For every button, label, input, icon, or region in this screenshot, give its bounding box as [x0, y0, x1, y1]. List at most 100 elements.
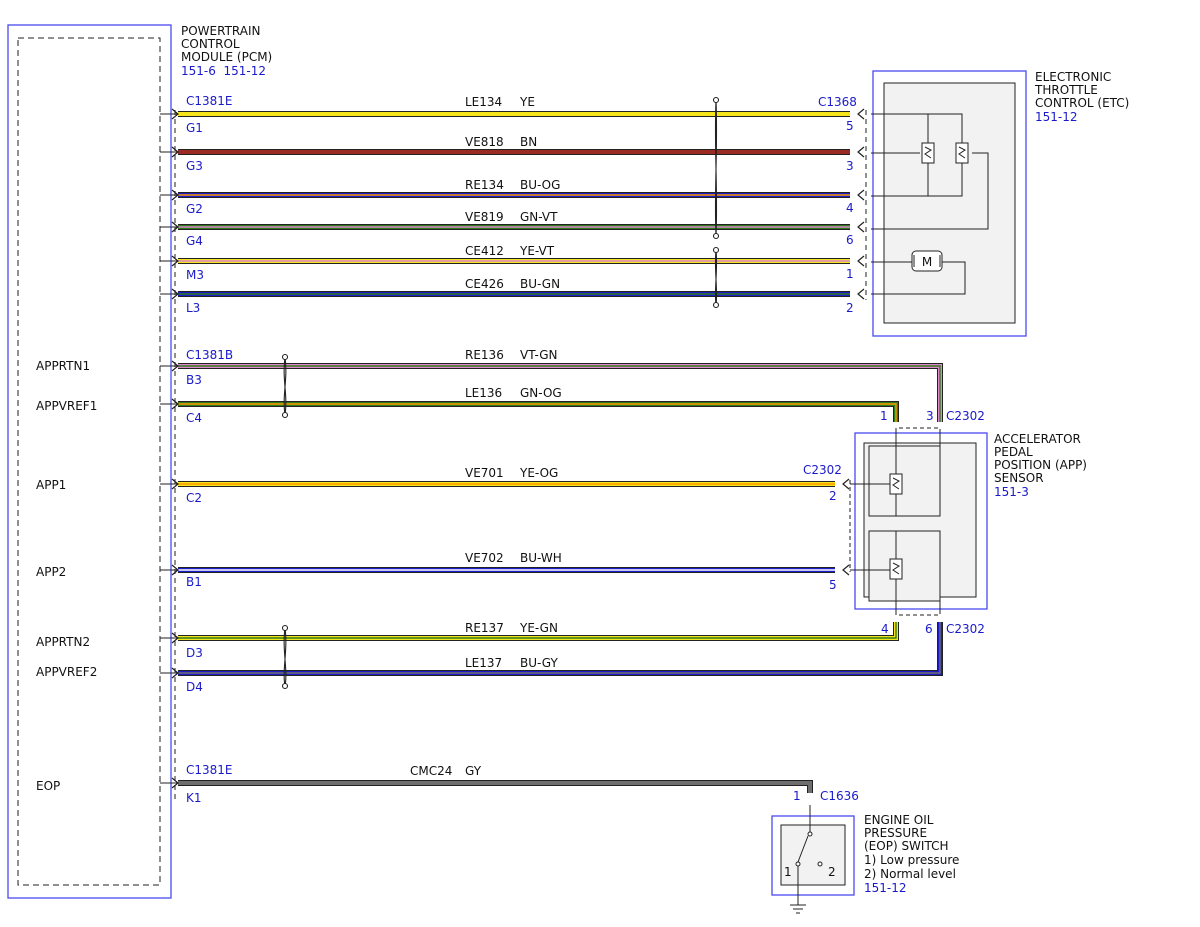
eop-switch: 1 2 ENGINE OIL PRESSURE (EOP) SWITCH 1) …: [771, 789, 959, 914]
wire-color-label: YE-OG: [519, 466, 558, 480]
wire-circuit-label: VE818: [465, 135, 504, 149]
eop-outline: [771, 815, 855, 896]
eop-title-line-2: PRESSURE: [864, 826, 927, 840]
pin-arrow-icon: [171, 146, 179, 158]
pressure-switch-icon: [790, 805, 823, 914]
pcm-module: POWERTRAIN CONTROL MODULE (PCM) 151-6 15…: [7, 24, 272, 899]
pcm-pin-label: EOP: [36, 779, 60, 793]
eop-ref: 151-12: [864, 881, 907, 895]
eop-body: [780, 824, 846, 886]
wire-circuit-label: VE819: [465, 210, 504, 224]
connector-arrow-icon: [857, 189, 865, 201]
pcm-pin-number: D4: [186, 680, 203, 694]
connector-label-pcm-b: C1381B: [186, 348, 233, 362]
wire-circuit-label: RE134: [465, 178, 504, 192]
wire-stripe: [178, 365, 941, 422]
app-sensor: ACCELERATOR PEDAL POSITION (APP) SENSOR …: [803, 409, 1087, 636]
pcm-title-line-1: POWERTRAIN: [181, 24, 261, 38]
etc-outline: [872, 70, 1027, 337]
far-pin-number: 6: [925, 622, 933, 636]
app-title-line-4: SENSOR: [994, 471, 1044, 485]
pcm-pin-number: M3: [186, 268, 204, 282]
pcm-pin-label: APP2: [36, 565, 66, 579]
connector-arrow-icon: [857, 221, 865, 233]
wire-circuit-label: CE426: [465, 277, 504, 291]
app-connector-dashed-top: [895, 427, 941, 432]
app-connector-dashed-bottom: [895, 611, 941, 616]
wire-outline: [178, 622, 943, 676]
pin-arrow-icon: [171, 777, 179, 789]
wire: [178, 622, 942, 675]
wire: [178, 781, 812, 793]
pcm-outline: [7, 24, 172, 899]
eop-title-line-1: ENGINE OIL: [864, 813, 934, 827]
pin-arrow-icon: [171, 189, 179, 201]
wire-circuit-label: RE137: [465, 621, 504, 635]
connector-label-app-mid: C2302: [803, 463, 842, 477]
wire-color-label: BU-GN: [520, 277, 560, 291]
pcm-pin-number: G3: [186, 159, 203, 173]
pcm-title-line-2: CONTROL: [181, 37, 240, 51]
pcm-pin-number: G4: [186, 234, 203, 248]
pin-arrow-icon: [171, 632, 179, 644]
pcm-pin-number: G2: [186, 202, 203, 216]
connector-label-eop: C1636: [820, 789, 859, 803]
twisted-pair-icon: [714, 99, 718, 237]
connector-label-pcm-e-bottom: C1381E: [186, 763, 233, 777]
wire-color-label: GY: [465, 764, 482, 778]
far-pin-number: 3: [846, 159, 854, 173]
twisted-pair-icon: [714, 249, 718, 306]
wire-color-label: YE-VT: [519, 244, 555, 258]
pcm-pin-number: G1: [186, 121, 203, 135]
pcm-pin-label: APPVREF2: [36, 665, 97, 679]
connector-arrow-icon: [857, 146, 865, 158]
pcm-pin-number: K1: [186, 791, 202, 805]
pcm-pin-number: B1: [186, 575, 202, 589]
eop-title-line-4: 1) Low pressure: [864, 853, 959, 867]
far-pin-number: 4: [846, 201, 854, 215]
app-ref: 151-3: [994, 485, 1029, 499]
wire-circuit-label: LE136: [465, 386, 502, 400]
wire-circuit-label: RE136: [465, 348, 504, 362]
etc-ref: 151-12: [1035, 110, 1078, 124]
far-pin-number: 3: [926, 409, 934, 423]
etc-title-line-2: THROTTLE: [1034, 83, 1098, 97]
wire-color-label: GN-OG: [520, 386, 562, 400]
twisted-pair-icon: [283, 356, 287, 416]
wire-stripe: [178, 622, 897, 639]
wire-color-label: BU-WH: [520, 551, 562, 565]
app-title-line-3: POSITION (APP): [994, 458, 1087, 472]
throttle-motor-icon: M: [871, 250, 966, 295]
connector-arrow-icon: [842, 478, 850, 490]
pcm-ref: 151-6 151-12: [181, 64, 266, 78]
pcm-inner-dashed: [17, 37, 161, 886]
etc-title-line-1: ELECTRONIC: [1035, 70, 1111, 84]
wire-circuit-label: VE701: [465, 466, 504, 480]
wire-color-label: BU-OG: [520, 178, 560, 192]
pin-arrow-icon: [171, 221, 179, 233]
pin-arrow-icon: [171, 360, 179, 372]
connector-arrow-icon: [857, 108, 865, 120]
app-title-line-2: PEDAL: [994, 445, 1033, 459]
etc-module: ELECTRONIC THROTTLE CONTROL (ETC) 151-12…: [818, 70, 1129, 337]
far-pin-number: 4: [881, 622, 889, 636]
far-pin-number: 1: [793, 789, 801, 803]
pcm-pin-label: APPVREF1: [36, 399, 97, 413]
pcm-pin-label: APP1: [36, 478, 66, 492]
far-pin-number: 5: [829, 578, 837, 592]
pcm-pin-number: C2: [186, 491, 202, 505]
pcm-pin-number: L3: [186, 301, 200, 315]
connector-arrow-icon: [857, 255, 865, 267]
pcm-pin-number: B3: [186, 373, 202, 387]
connector-arrow-icon: [857, 288, 865, 300]
pin-arrow-icon: [171, 398, 179, 410]
eop-title-line-3: (EOP) SWITCH: [864, 839, 949, 853]
app-title-line-1: ACCELERATOR: [994, 432, 1081, 446]
wire-circuit-label: LE137: [465, 656, 502, 670]
wire-stripe: [178, 622, 941, 674]
far-pin-number: 5: [846, 119, 854, 133]
pin-arrow-icon: [171, 288, 179, 300]
eop-switch-position-2: 2: [828, 865, 836, 879]
